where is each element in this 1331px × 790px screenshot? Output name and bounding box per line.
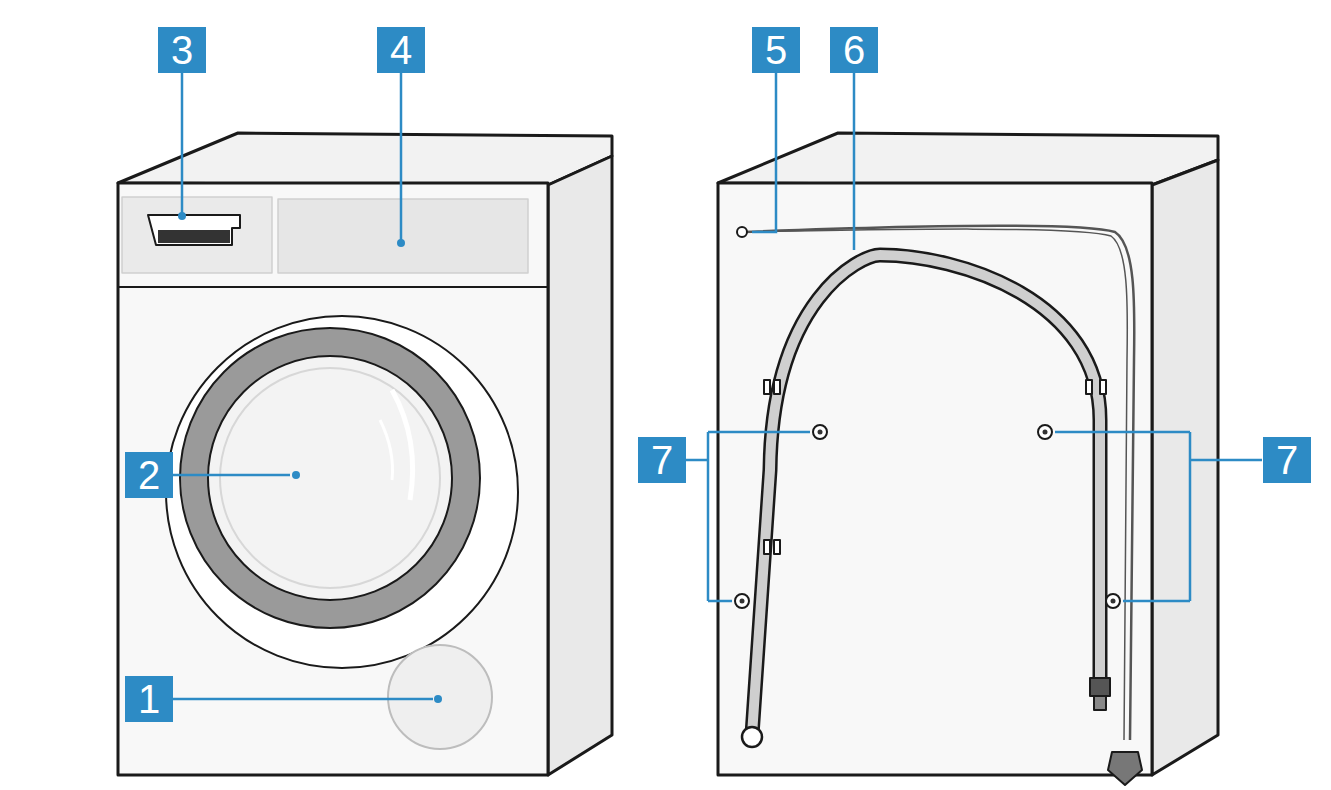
callout-number: 2 <box>125 452 173 498</box>
callout-number: 3 <box>158 27 206 73</box>
callout-number: 7 <box>1263 437 1311 483</box>
callout-number: 1 <box>125 676 173 722</box>
callout-number: 7 <box>638 437 686 483</box>
callout-number: 4 <box>377 27 425 73</box>
callout-number: 6 <box>830 27 878 73</box>
callout-number: 5 <box>752 27 800 73</box>
